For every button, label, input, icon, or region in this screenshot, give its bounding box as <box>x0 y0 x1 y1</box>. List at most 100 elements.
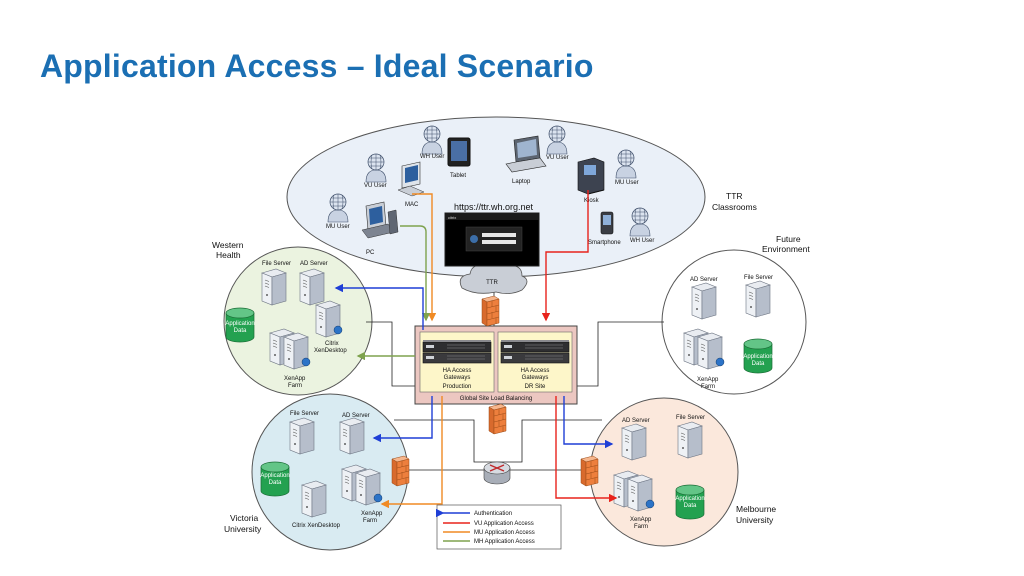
vic-app-data-icon <box>260 461 290 497</box>
production-label-1: HA Access <box>443 368 472 374</box>
fe-ad-server-label: AD Server <box>690 277 718 283</box>
victoria-name-1: Victoria <box>230 513 258 523</box>
gslb-label: Global Site Load Balancing <box>460 396 532 402</box>
wh-user-bottom-label: WH User <box>630 238 654 244</box>
ttr-firewall-icon <box>481 295 500 327</box>
laptop-label: Laptop <box>512 179 531 185</box>
access-flows <box>334 190 618 509</box>
victoria-name-2: University <box>224 524 262 534</box>
router-icon <box>483 461 511 485</box>
citrix-brand-label: citrix <box>448 215 456 220</box>
wh-user-top-label: WH User <box>420 154 444 160</box>
fe-app-data-label-2: Data <box>752 361 765 367</box>
pc-icon <box>361 201 399 239</box>
auth-arrow-melbourne <box>563 396 614 449</box>
melbourne-firewall-icon <box>580 455 599 487</box>
melbourne-name-2: University <box>736 515 774 525</box>
vic-citrix-label: Citrix XenDesktop <box>292 523 341 529</box>
vic-citrix-server-icon <box>301 480 327 518</box>
network-links <box>366 262 664 471</box>
fe-file-server-icon <box>745 280 771 318</box>
wh-app-data-label-2: Data <box>234 328 247 334</box>
legend-mu-label: MU Application Access <box>474 530 535 536</box>
vu-access-arrow-in <box>541 190 589 322</box>
production-label-2: Gateways <box>444 375 471 381</box>
fe-xenapp-label-1: XenApp <box>697 377 719 383</box>
wh-app-data-label-1: Application <box>225 321 254 327</box>
mac-label: MAC <box>405 202 419 208</box>
mu-user-left-label: MU User <box>326 224 350 230</box>
melbourne-university-zone <box>589 397 739 547</box>
dr-label-3: DR Site <box>525 384 546 390</box>
vic-app-data-label-2: Data <box>269 480 282 486</box>
core-firewall-icon <box>488 403 507 435</box>
vic-file-server-label: File Server <box>290 411 319 417</box>
ttr-url[interactable]: https://ttr.wh.org.net <box>454 202 534 212</box>
legend-auth-label: Authentication <box>474 511 512 517</box>
ttr-cloud-label: TTR <box>486 280 498 286</box>
pc-label: PC <box>366 250 375 256</box>
laptop-icon <box>505 135 547 173</box>
western-health-name-1: Western <box>212 240 244 250</box>
smartphone-label: Smartphone <box>588 240 621 246</box>
wh-xenapp-label-2: Farm <box>288 383 302 389</box>
production-gateway-appliance <box>422 339 492 364</box>
mu-access-arrow-in <box>412 193 437 322</box>
fe-app-data-label-1: Application <box>743 354 772 360</box>
auth-arrow-victoria <box>372 396 433 443</box>
ttr-cloud-icon <box>459 261 528 294</box>
vic-file-server-icon <box>289 417 315 455</box>
future-environment-zone <box>661 249 807 395</box>
wh-citrix-label-2: XenDesktop <box>314 348 347 354</box>
mel-ad-server-icon <box>621 423 647 461</box>
mel-file-server-icon <box>677 421 703 459</box>
mel-app-data-label-1: Application <box>675 496 704 502</box>
vic-xenapp-label-1: XenApp <box>361 511 383 517</box>
wh-citrix-label-1: Citrix <box>325 341 339 347</box>
vic-xenapp-badge-icon <box>373 493 383 503</box>
western-health-name-2: Health <box>216 250 241 260</box>
mel-ad-server-label: AD Server <box>622 418 650 424</box>
ttr-classrooms-label-2: Classrooms <box>712 202 757 212</box>
vic-ad-server-icon <box>339 417 365 455</box>
kiosk-label: Kiosk <box>584 198 600 204</box>
mel-file-server-label: File Server <box>676 415 705 421</box>
tablet-label: Tablet <box>450 173 466 179</box>
mu-user-right-label: MU User <box>615 180 639 186</box>
mel-xenapp-label-2: Farm <box>634 524 648 530</box>
citrix-login-screen[interactable]: citrix <box>444 212 540 267</box>
wh-ad-server-icon <box>299 268 325 306</box>
fe-ad-server-icon <box>691 282 717 320</box>
wh-file-server-icon <box>261 268 287 306</box>
vu-access-arrow-out <box>555 396 618 503</box>
dr-gateway-appliance <box>500 339 570 364</box>
legend-vu-label: VU Application Access <box>474 521 534 527</box>
mac-icon <box>397 161 425 197</box>
vic-xenapp-label-2: Farm <box>363 518 377 524</box>
mel-app-data-icon <box>675 484 705 520</box>
wh-ad-server-label: AD Server <box>300 261 328 267</box>
fe-xenapp-label-2: Farm <box>701 384 715 390</box>
wh-xenapp-badge-icon <box>301 357 311 367</box>
vu-user-top-label: VU User <box>546 155 569 161</box>
vic-ad-server-label: AD Server <box>342 413 370 419</box>
vu-user-left-label: VU User <box>364 183 387 189</box>
mel-xenapp-badge-icon <box>645 499 655 509</box>
wh-file-server-label: File Server <box>262 261 291 267</box>
victoria-firewall-icon <box>391 455 410 487</box>
mu-access-arrow-out <box>380 396 443 509</box>
smartphone-icon <box>600 211 614 235</box>
legend: Authentication VU Application Access MU … <box>436 504 562 550</box>
production-label-3: Production <box>443 384 472 390</box>
wh-access-arrow-in <box>400 225 431 322</box>
vic-app-data-label-1: Application <box>260 473 289 479</box>
mel-xenapp-label-1: XenApp <box>630 517 652 523</box>
kiosk-icon <box>577 157 605 195</box>
slide-title: Application Access – Ideal Scenario <box>40 48 594 84</box>
wh-citrix-badge-icon <box>333 325 343 335</box>
melbourne-name-1: Melbourne <box>736 504 776 514</box>
fe-file-server-label: File Server <box>744 275 773 281</box>
dr-label-1: HA Access <box>521 368 550 374</box>
ttr-classrooms-label-1: TTR <box>726 191 743 201</box>
